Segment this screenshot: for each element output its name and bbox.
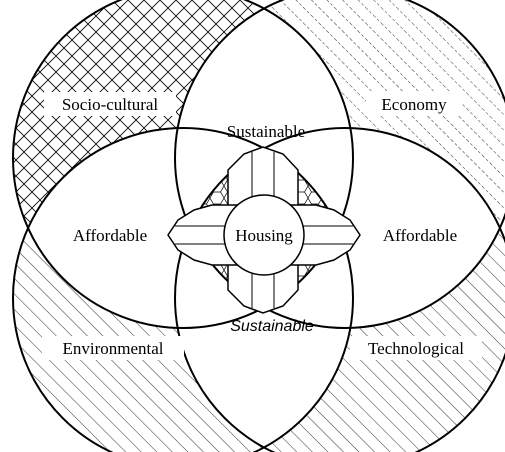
- circle-technological: [174, 127, 505, 452]
- label-housing: Housing: [235, 226, 293, 245]
- housing-circle: [223, 194, 305, 276]
- circle-environmental: [12, 127, 354, 452]
- housing-badge: [167, 146, 361, 314]
- label-sustainable-bottom: Sustainable: [230, 318, 314, 335]
- label-socio-cultural: Socio-cultural: [62, 95, 159, 114]
- label-technological: Technological: [368, 339, 464, 358]
- label-environmental: Environmental: [62, 339, 163, 358]
- circle-socio-cultural: [12, 0, 354, 329]
- label-economy: Economy: [381, 95, 447, 114]
- label-affordable-left: Affordable: [73, 226, 147, 245]
- circle-economy: [174, 0, 505, 329]
- label-affordable-right: Affordable: [383, 226, 457, 245]
- label-sustainable-top: Sustainable: [227, 122, 305, 141]
